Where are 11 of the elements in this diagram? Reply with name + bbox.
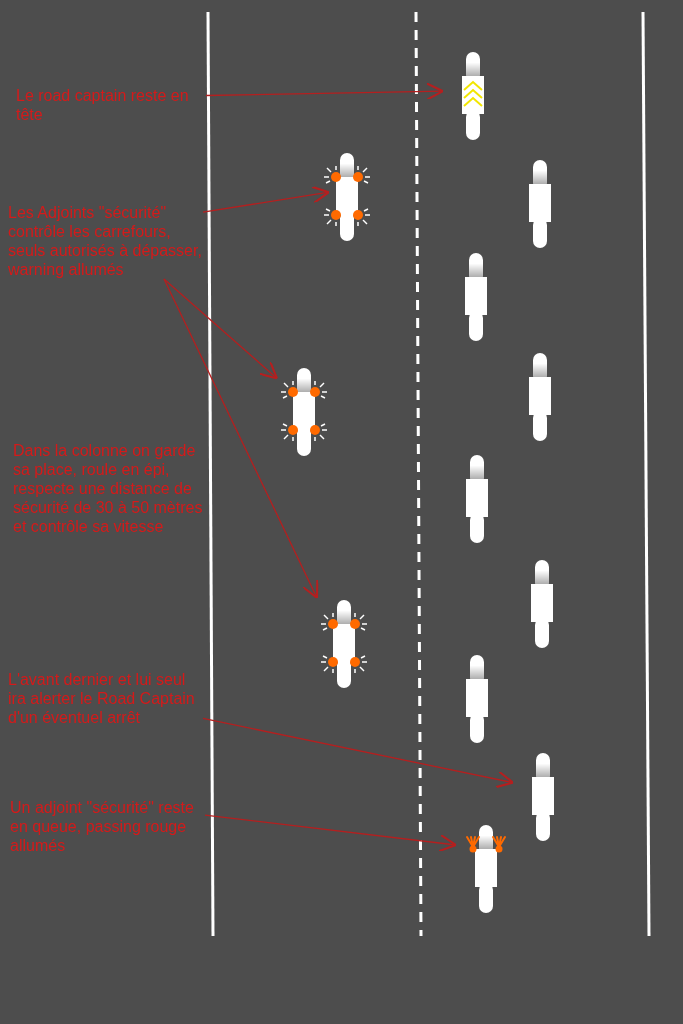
- arrow: [202, 717, 515, 789]
- annotation-text: Dans la colonne on garde sa place, roule en épi, respecte une distance de sécurité de 30 à 50 mètres et contrôle sa vitesse: [13, 441, 208, 536]
- arrow: [163, 278, 279, 380]
- arrow: [204, 814, 458, 853]
- arrow: [202, 185, 331, 213]
- annotation-text: L'avant dernier et lui seul ira alerter le Road Captain d'un éventuel arrêt: [8, 670, 203, 727]
- annotation-text: Un adjoint "sécurité" reste en queue, passing rouge allumés: [10, 798, 205, 855]
- arrow: [205, 82, 445, 101]
- annotation-text: Le road captain reste en tête: [16, 86, 206, 124]
- annotation-text: Les Adjoints "sécurité" contrôle les carrefours, seuls autorisés à dépasser, warning allumés: [8, 203, 203, 279]
- arrow: [163, 278, 319, 599]
